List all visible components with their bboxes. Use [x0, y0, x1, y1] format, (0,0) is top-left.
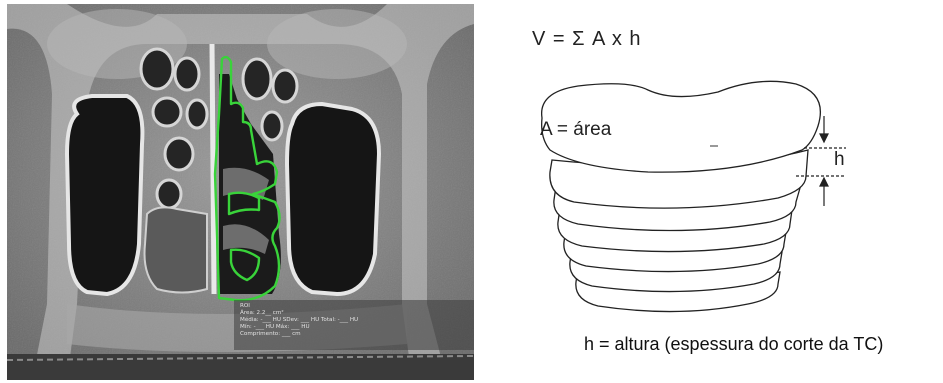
height-caption: h = altura (espessura do corte da TC) [584, 334, 883, 355]
roi-measurement-box: ROI Área: 2.2__ cm² Média: -___ HU SDev:… [234, 300, 474, 350]
roi-line-1: ROI [240, 303, 468, 310]
height-label: h [834, 149, 845, 171]
roi-line-2: Área: 2.2__ cm² [240, 310, 468, 317]
area-label: A = área [540, 119, 611, 141]
stacked-slices-drawing [478, 0, 943, 383]
roi-line-5: Comprimento: ___ cm [240, 331, 468, 338]
roi-line-4: Mín: -___ HU Máx: ___ HU [240, 324, 468, 331]
ct-scan-image: ROI Área: 2.2__ cm² Média: -___ HU SDev:… [7, 4, 474, 380]
volume-diagram: V = Σ A x h A = área h h = altura (espes… [478, 0, 943, 383]
volume-formula: V = Σ A x h [532, 28, 642, 51]
roi-line-3: Média: -___ HU SDev: ___ HU Total: -___ … [240, 317, 468, 324]
